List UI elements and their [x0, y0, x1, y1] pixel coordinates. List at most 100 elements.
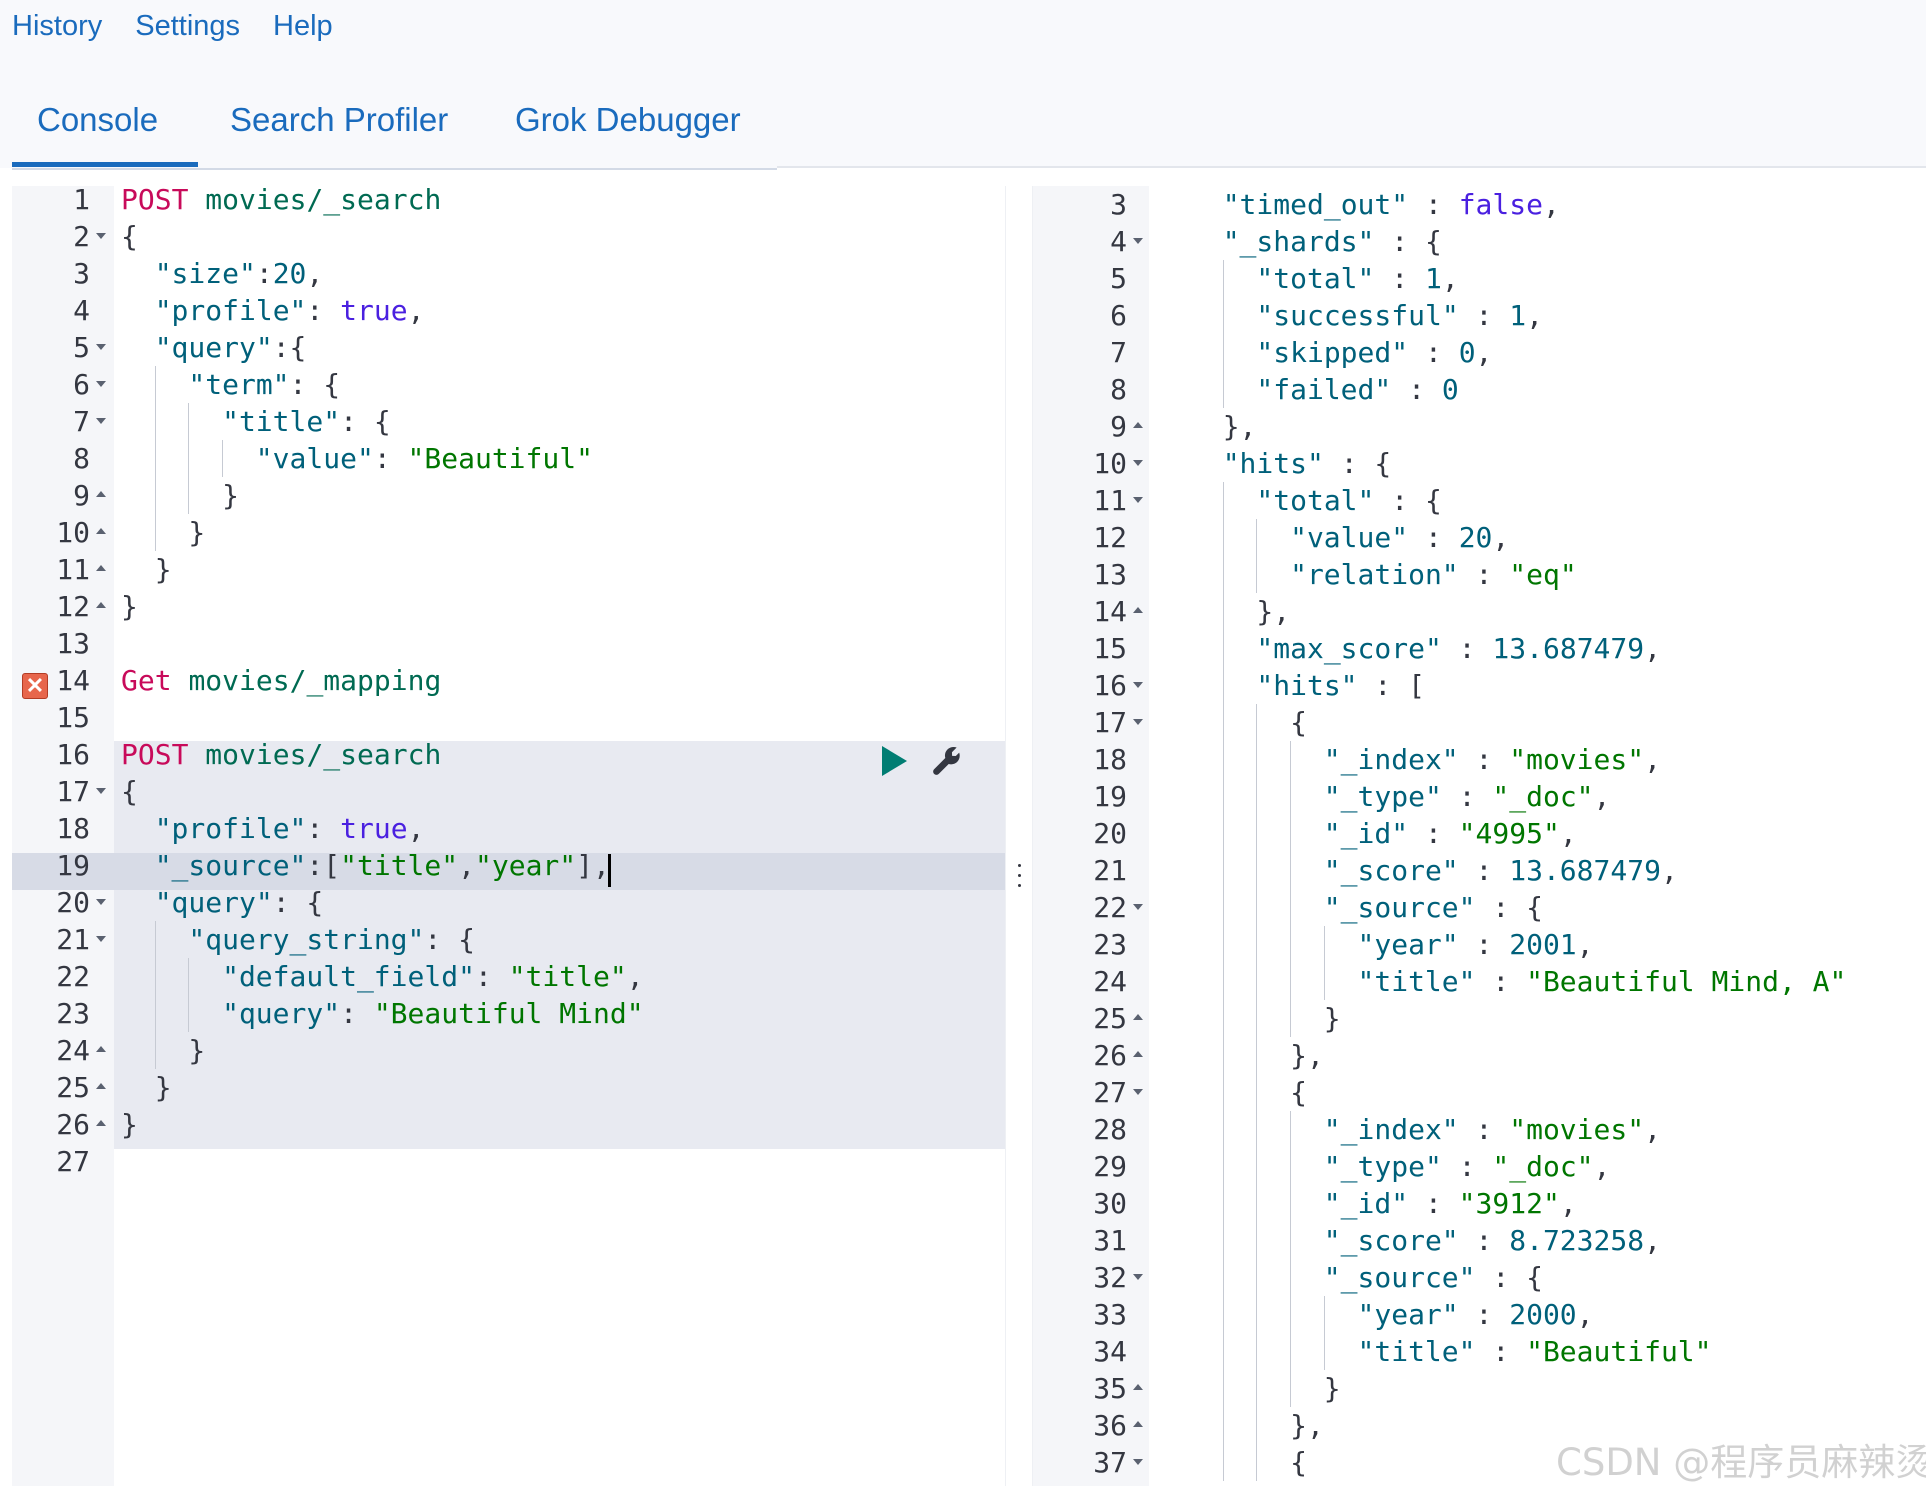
error-icon[interactable]: ✕ — [22, 673, 48, 699]
code-line[interactable]: 27 — [12, 1143, 1005, 1180]
menu-settings[interactable]: Settings — [135, 10, 241, 42]
fold-arrow-down-icon[interactable] — [96, 788, 106, 794]
code-line[interactable]: 16"hits" : [ — [1033, 667, 1926, 704]
fold-arrow-up-icon[interactable] — [96, 602, 106, 608]
code-line[interactable]: 19"_source":["title","year"], — [12, 847, 1005, 884]
menu-help[interactable]: Help — [273, 10, 333, 42]
code-line[interactable]: 11} — [12, 551, 1005, 588]
code-line[interactable]: 22"default_field": "title", — [12, 958, 1005, 995]
code-line[interactable]: 6"successful" : 1, — [1033, 297, 1926, 334]
code-line[interactable]: 7"skipped" : 0, — [1033, 334, 1926, 371]
code-line[interactable]: 25} — [12, 1069, 1005, 1106]
fold-arrow-down-icon[interactable] — [1133, 904, 1143, 910]
code-line[interactable]: 9} — [12, 477, 1005, 514]
code-line[interactable]: 20"_id" : "4995", — [1033, 815, 1926, 852]
fold-arrow-up-icon[interactable] — [1133, 1051, 1143, 1057]
code-line[interactable]: 34"title" : "Beautiful" — [1033, 1333, 1926, 1370]
code-line[interactable]: 28"_index" : "movies", — [1033, 1111, 1926, 1148]
code-line[interactable]: 10"hits" : { — [1033, 445, 1926, 482]
fold-arrow-up-icon[interactable] — [1133, 1384, 1143, 1390]
code-line[interactable]: 5"query":{ — [12, 329, 1005, 366]
code-line[interactable]: 24"title" : "Beautiful Mind, A" — [1033, 963, 1926, 1000]
code-line[interactable]: 4"_shards" : { — [1033, 223, 1926, 260]
code-line[interactable]: 18"profile": true, — [12, 810, 1005, 847]
code-line[interactable]: 8"failed" : 0 — [1033, 371, 1926, 408]
code-line[interactable]: 18"_index" : "movies", — [1033, 741, 1926, 778]
code-line[interactable]: 4"profile": true, — [12, 292, 1005, 329]
fold-arrow-up-icon[interactable] — [1133, 607, 1143, 613]
code-line[interactable]: 5"total" : 1, — [1033, 260, 1926, 297]
tab-console[interactable]: Console — [37, 101, 159, 138]
fold-arrow-down-icon[interactable] — [1133, 1459, 1143, 1465]
fold-arrow-up-icon[interactable] — [96, 1046, 106, 1052]
code-line[interactable]: 13 — [12, 625, 1005, 662]
fold-arrow-down-icon[interactable] — [1133, 238, 1143, 244]
fold-arrow-down-icon[interactable] — [96, 381, 106, 387]
code-line[interactable]: 21"_score" : 13.687479, — [1033, 852, 1926, 889]
code-line[interactable]: 6"term": { — [12, 366, 1005, 403]
fold-arrow-up-icon[interactable] — [96, 528, 106, 534]
code-line[interactable]: 36}, — [1033, 1407, 1926, 1444]
code-line[interactable]: 12} — [12, 588, 1005, 625]
fold-arrow-up-icon[interactable] — [1133, 422, 1143, 428]
code-line[interactable]: 10} — [12, 514, 1005, 551]
code-line[interactable]: 14}, — [1033, 593, 1926, 630]
tab-search-profiler[interactable]: Search Profiler — [230, 101, 449, 138]
code-line[interactable]: 23"year" : 2001, — [1033, 926, 1926, 963]
fold-arrow-down-icon[interactable] — [1133, 497, 1143, 503]
fold-arrow-down-icon[interactable] — [1133, 460, 1143, 466]
code-line[interactable]: 23"query": "Beautiful Mind" — [12, 995, 1005, 1032]
fold-arrow-down-icon[interactable] — [96, 344, 106, 350]
code-line[interactable]: 32"_source" : { — [1033, 1259, 1926, 1296]
code-line[interactable]: 19"_type" : "_doc", — [1033, 778, 1926, 815]
fold-arrow-up-icon[interactable] — [96, 565, 106, 571]
code-line[interactable]: 20"query": { — [12, 884, 1005, 921]
code-line[interactable]: 15 — [12, 699, 1005, 736]
code-line[interactable]: 26} — [12, 1106, 1005, 1143]
menu-history[interactable]: History — [12, 10, 103, 42]
code-line[interactable]: 7"title": { — [12, 403, 1005, 440]
pane-resize-handle[interactable] — [1005, 186, 1033, 1486]
code-line[interactable]: 29"_type" : "_doc", — [1033, 1148, 1926, 1185]
fold-arrow-down-icon[interactable] — [1133, 719, 1143, 725]
fold-arrow-down-icon[interactable] — [1133, 682, 1143, 688]
code-line[interactable]: 27{ — [1033, 1074, 1926, 1111]
wrench-icon[interactable] — [930, 743, 964, 779]
fold-arrow-down-icon[interactable] — [1133, 1089, 1143, 1095]
fold-arrow-up-icon[interactable] — [1133, 1014, 1143, 1020]
code-line[interactable]: 21"query_string": { — [12, 921, 1005, 958]
fold-arrow-down-icon[interactable] — [96, 418, 106, 424]
fold-arrow-down-icon[interactable] — [96, 936, 106, 942]
code-line[interactable]: 24} — [12, 1032, 1005, 1069]
code-line[interactable]: 11"total" : { — [1033, 482, 1926, 519]
code-line[interactable]: 26}, — [1033, 1037, 1926, 1074]
code-line[interactable]: 30"_id" : "3912", — [1033, 1185, 1926, 1222]
fold-arrow-down-icon[interactable] — [1133, 1274, 1143, 1280]
code-line[interactable]: 9}, — [1033, 408, 1926, 445]
code-line[interactable]: 15"max_score" : 13.687479, — [1033, 630, 1926, 667]
code-line[interactable]: 17{ — [1033, 704, 1926, 741]
fold-arrow-down-icon[interactable] — [96, 899, 106, 905]
fold-arrow-up-icon[interactable] — [1133, 1421, 1143, 1427]
fold-arrow-up-icon[interactable] — [96, 1083, 106, 1089]
code-line[interactable]: 33"year" : 2000, — [1033, 1296, 1926, 1333]
code-line[interactable]: 22"_source" : { — [1033, 889, 1926, 926]
fold-arrow-down-icon[interactable] — [96, 233, 106, 239]
code-line[interactable]: 31"_score" : 8.723258, — [1033, 1222, 1926, 1259]
fold-arrow-up-icon[interactable] — [96, 491, 106, 497]
play-icon[interactable] — [882, 746, 907, 776]
tab-grok-debugger[interactable]: Grok Debugger — [515, 101, 741, 138]
code-line[interactable]: 37{ — [1033, 1444, 1926, 1481]
code-line[interactable]: 3"timed_out" : false, — [1033, 186, 1926, 223]
code-line[interactable]: 25} — [1033, 1000, 1926, 1037]
code-line[interactable]: 17{ — [12, 773, 1005, 810]
fold-arrow-up-icon[interactable] — [96, 1120, 106, 1126]
code-line[interactable]: 8"value": "Beautiful" — [12, 440, 1005, 477]
code-line[interactable]: 3"size":20, — [12, 255, 1005, 292]
code-line[interactable]: 2{ — [12, 218, 1005, 255]
code-line[interactable]: 12"value" : 20, — [1033, 519, 1926, 556]
